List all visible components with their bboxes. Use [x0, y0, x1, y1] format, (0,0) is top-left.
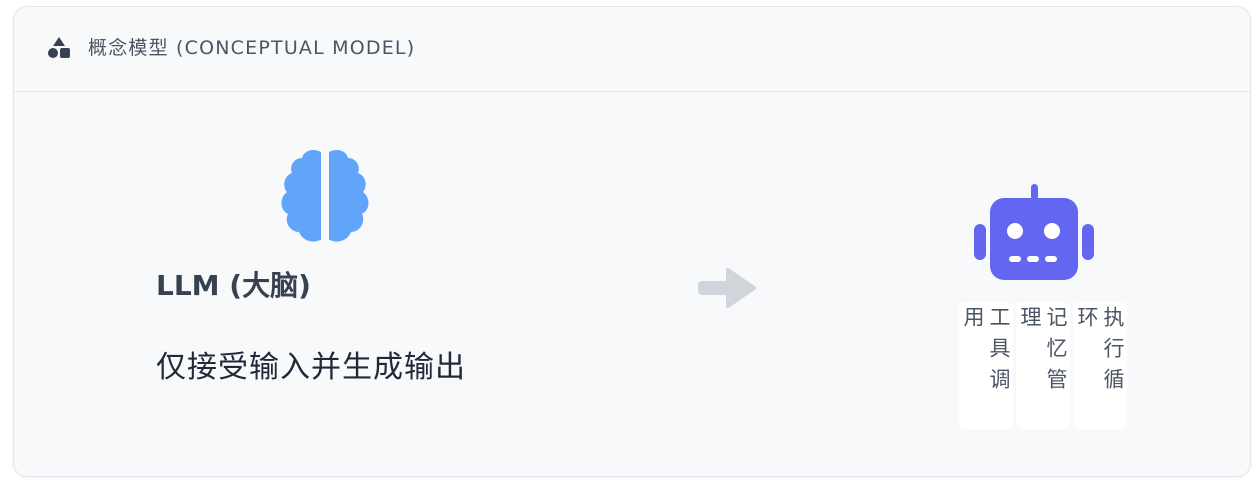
arrow-right-icon — [698, 268, 756, 308]
capability-chip-memory: 记忆管理 — [1016, 302, 1070, 429]
llm-description: 仅接受输入并生成输出 — [156, 350, 466, 385]
shapes-icon — [48, 37, 70, 58]
card-body: LLM (大脑) 仅接受输入并生成输出 工具调用 记忆管理 执行 — [14, 92, 1250, 476]
robot-icon — [974, 184, 1094, 280]
capability-label: 工具调用 — [961, 306, 1011, 399]
capability-label: 记忆管理 — [1018, 306, 1068, 399]
llm-title: LLM (大脑) — [156, 269, 311, 302]
conceptual-model-card: 概念模型 (CONCEPTUAL MODEL) LLM (大脑) 仅接受输入并生… — [13, 6, 1251, 477]
capability-label: 执行循环 — [1075, 306, 1125, 399]
brain-icon — [281, 150, 369, 242]
capability-list: 工具调用 记忆管理 执行循环 — [959, 302, 1127, 429]
card-header: 概念模型 (CONCEPTUAL MODEL) — [14, 7, 1250, 92]
capability-chip-loop: 执行循环 — [1073, 302, 1127, 429]
capability-chip-tools: 工具调用 — [959, 302, 1013, 429]
card-title: 概念模型 (CONCEPTUAL MODEL) — [88, 37, 416, 59]
